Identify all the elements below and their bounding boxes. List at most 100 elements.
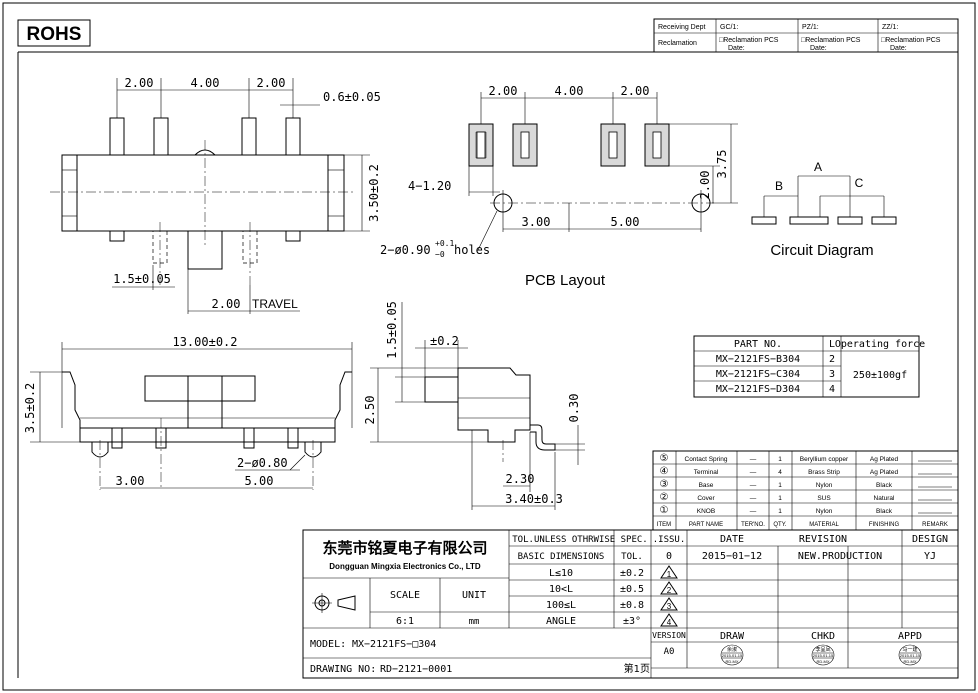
bom-ter-no: — — [750, 495, 757, 502]
company-name-cn: 东莞市铭夏电子有限公司 — [322, 539, 487, 557]
holes-suffix: holes — [454, 243, 490, 257]
travel-label: TRAVEL — [252, 297, 298, 311]
revision-label: REVISION — [799, 534, 847, 545]
bom-finishing: Ag Plated — [870, 456, 899, 463]
stamp-date: 2015-01-15 — [813, 653, 834, 658]
part-row-b304: MX−2121FS−B304 — [716, 354, 800, 365]
front-dim-5-00: 5.00 — [245, 474, 274, 488]
bom-finishing: Ag Plated — [870, 469, 899, 476]
bom-header: ITEM — [657, 522, 671, 528]
stamp-name: 李呈凤 — [815, 646, 830, 653]
bom-material: Brass Strip — [808, 469, 840, 476]
circuit-label-b: B — [775, 179, 783, 193]
reclamation-label: Reclamation — [658, 40, 697, 47]
model-label: MODEL: — [310, 639, 346, 650]
stamp-date: 2015-01-15 — [900, 653, 921, 658]
tol-value-3: ±0.8 — [620, 600, 644, 611]
revision-mark: 4 — [667, 618, 672, 627]
bom-header: TER'NO. — [741, 522, 765, 528]
bom-part-name: Cover — [697, 495, 715, 502]
part-no-header: PART NO. — [734, 339, 782, 350]
dim-2-30: 2.30 — [506, 472, 535, 486]
bom-ter-no: — — [750, 508, 757, 515]
holes-tol-up: +0.1 — [435, 239, 454, 248]
top-view: 2.00 4.00 2.00 0.6±0.05 3.50±0.2 1.5±0.0… — [50, 76, 381, 314]
bom-part-name: Base — [699, 482, 714, 489]
dim-knob-tol: ±0.2 — [430, 334, 459, 348]
approval-stamp — [720, 644, 744, 666]
pcb-dim-3-75: 3.75 — [715, 150, 729, 179]
circuit-label-c: C — [855, 176, 864, 190]
stamp-date: 2015-01-15 — [722, 653, 743, 658]
dim-pin-width: 0.6±0.05 — [323, 90, 381, 104]
bom-item-no: ③ — [660, 479, 669, 490]
pad-note: 4−1.20 — [408, 179, 451, 193]
stamp-dept: RD-MX — [903, 659, 916, 664]
bom-finishing: Black — [876, 508, 893, 515]
bom-ter-no: — — [750, 469, 757, 476]
l-header: L — [829, 339, 835, 350]
stamp-dept: RD-MX — [725, 659, 738, 664]
tol-range-2: 10<L — [549, 584, 573, 595]
tol-title: TOL.UNLESS OTHRWISE SPEC. — [512, 535, 647, 545]
revision-triangle-icon — [660, 597, 678, 611]
holes-tol-down: −0 — [435, 250, 445, 259]
bom-qty: 1 — [778, 482, 782, 489]
issue-date: 2015−01−12 — [702, 551, 762, 562]
rohs-badge: ROHS — [17, 19, 91, 47]
issue-number: 0 — [666, 551, 672, 562]
company-name-en: Dongguan Mingxia Electronics Co., LTD — [329, 562, 481, 571]
side-view: 1.5±0.05 ±0.2 2.50 0.30 2.30 3.40±0.3 — [363, 301, 585, 510]
approval-stamp — [811, 644, 835, 666]
chkd-label: CHKD — [811, 631, 835, 642]
bom-header: QTY. — [773, 522, 787, 528]
pz-label: PZ/1: — [802, 24, 819, 31]
bom-qty: 1 — [778, 456, 782, 463]
reclamation-pcs-2: □Reclamation PCS — [801, 37, 861, 44]
pcb-dim-3-00: 3.00 — [522, 215, 551, 229]
version-label: VERSION — [652, 631, 686, 640]
bom-item-no: ④ — [660, 466, 669, 477]
bom-header: MATERIAL — [809, 522, 839, 528]
bom-item-no: ① — [660, 505, 669, 516]
date-label: DATE — [720, 534, 744, 545]
bom-ter-no: — — [750, 482, 757, 489]
stamp-dept: RD-MX — [816, 659, 829, 664]
designer: YJ — [924, 551, 936, 562]
tol-value-1: ±0.2 — [620, 568, 644, 579]
holes-prefix: 2−ø0.90 — [380, 243, 431, 257]
bom-header: PART NAME — [689, 522, 723, 528]
tol-range-3: 100≤L — [546, 600, 576, 611]
tol-value-2: ±0.5 — [620, 584, 644, 595]
scale-value: 6:1 — [396, 616, 414, 627]
unit-label: UNIT — [462, 590, 486, 601]
circuit-diagram: A B C Circuit Diagram — [751, 160, 897, 259]
receiving-table: Receiving Dept GC/1: PZ/1: ZZ/1: Reclama… — [653, 18, 959, 53]
bom-part-name: Terminal — [694, 469, 719, 476]
pcb-dim-2-00-b: 2.00 — [621, 84, 650, 98]
dim-body-height: 3.50±0.2 — [367, 164, 381, 222]
operating-force: 250±100gf — [853, 370, 907, 381]
design-label: DESIGN — [912, 534, 948, 545]
bom-finishing: Black — [876, 482, 893, 489]
bom-finishing: Natural — [874, 495, 896, 502]
bom-material: Beryllium copper — [800, 456, 849, 463]
dim-front-height: 3.5±0.2 — [23, 383, 37, 434]
dim-top-2-00-b: 2.00 — [257, 76, 286, 90]
bom-material: SUS — [817, 495, 831, 502]
reclamation-pcs-1: □Reclamation PCS — [719, 37, 779, 44]
revision-triangle-icon — [660, 613, 678, 627]
l-row-1: 2 — [829, 354, 835, 365]
scale-label: SCALE — [390, 590, 420, 601]
front-dim-3-00: 3.00 — [116, 474, 145, 488]
bom-qty: 4 — [778, 469, 782, 476]
tol-value-4: ±3° — [623, 616, 641, 627]
appd-label: APPD — [898, 631, 922, 642]
dim-top-4-00: 4.00 — [191, 76, 220, 90]
part-row-d304: MX−2121FS−D304 — [716, 384, 800, 395]
approval-stamp — [898, 644, 922, 666]
dim-side-height: 2.50 — [363, 396, 377, 425]
part-row-c304: MX−2121FS−C304 — [716, 369, 800, 380]
